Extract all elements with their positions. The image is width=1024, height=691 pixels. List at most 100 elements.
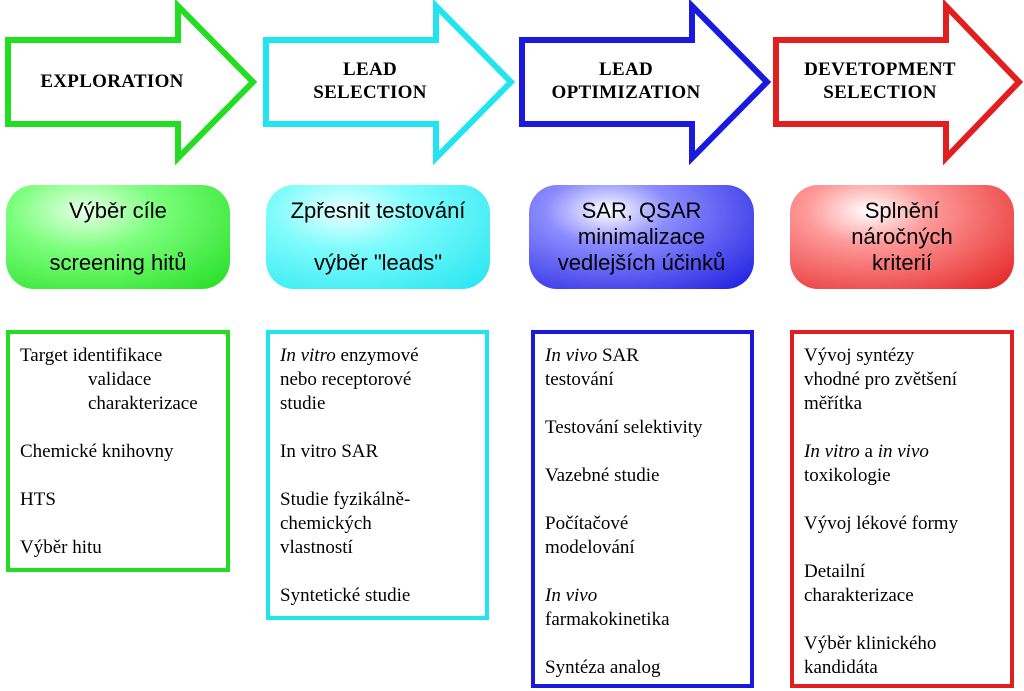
activity-text: Syntetické studie xyxy=(280,585,411,606)
activity-item: Studie fyzikálně-chemických vlastností xyxy=(280,488,477,560)
activity-text: Studie fyzikálně- xyxy=(280,489,411,510)
activity-text: farmakokinetika xyxy=(545,609,670,630)
activity-item: HTS xyxy=(20,488,218,512)
activity-line: modelování xyxy=(545,536,742,560)
activity-text-italic: in vivo xyxy=(877,441,929,462)
activity-text: testování xyxy=(545,369,614,390)
arrow-shape xyxy=(5,0,258,165)
activity-line: Výběr klinického xyxy=(804,632,1002,656)
activity-text: Vazebné studie xyxy=(545,465,660,486)
activity-text: Výběr hitu xyxy=(20,537,102,558)
activity-text: Detailní xyxy=(804,561,866,582)
activity-line: vhodné pro zvětšení xyxy=(804,368,1002,392)
arrow-title-line: SELECTION xyxy=(823,82,937,103)
activity-text: charakterizace xyxy=(804,585,914,606)
arrow-development-selection: DEVETOPMENT SELECTION xyxy=(772,0,1024,165)
activity-line: Studie fyzikálně- xyxy=(280,488,477,512)
summary-line: vedlejších účinků xyxy=(557,250,726,275)
activity-line: In vivo xyxy=(545,584,742,608)
activity-line: Chemické knihovny xyxy=(20,440,218,464)
activity-item: Detailní charakterizace xyxy=(804,560,1002,608)
activity-text: validace xyxy=(88,369,152,390)
summary-pill-lead-optimization: SAR, QSAR minimalizace vedlejších účinků xyxy=(529,185,754,289)
activity-text: chemických xyxy=(280,513,372,534)
activity-text: SAR xyxy=(597,345,639,366)
arrow-title-line: OPTIMIZATION xyxy=(551,82,701,103)
activity-text: enzymové xyxy=(335,345,419,366)
arrow-title-line: DEVETOPMENT xyxy=(804,59,956,80)
activity-line: In vitro enzymové xyxy=(280,344,477,368)
arrow-lead-optimization: LEAD OPTIMIZATION xyxy=(518,0,772,165)
summary-line: Splnění xyxy=(864,198,940,223)
activity-line: toxikologie xyxy=(804,464,1002,488)
activity-text: Testování selektivity xyxy=(545,417,703,438)
activity-text: vlastností xyxy=(280,537,353,558)
activity-item: Vývoj lékové formy xyxy=(804,512,1002,536)
activity-line: In vitro SAR xyxy=(280,440,477,464)
activity-line: Výběr hitu xyxy=(20,536,218,560)
activity-text: Target identifikace xyxy=(20,345,163,366)
summary-line: výběr "leads" xyxy=(313,250,443,275)
activity-line: studie xyxy=(280,392,477,416)
activity-item: Syntéza analog xyxy=(545,656,742,680)
summary-line: screening hitů xyxy=(49,250,187,275)
activity-line: charakterizace xyxy=(20,392,218,416)
activity-text: Vývoj syntézy xyxy=(804,345,915,366)
activity-text: studie xyxy=(280,393,326,414)
summary-line: SAR, QSAR xyxy=(581,198,702,223)
activity-item: Vazebné studie xyxy=(545,464,742,488)
activity-item: Syntetické studie xyxy=(280,584,477,608)
activity-text: nebo receptorové xyxy=(280,369,412,390)
activity-line: farmakokinetika xyxy=(545,608,742,632)
activity-item: Target identifikace validace charakterizac… xyxy=(20,344,218,416)
activity-line: Detailní xyxy=(804,560,1002,584)
arrow-outline xyxy=(5,0,258,165)
activity-item: Chemické knihovny xyxy=(20,440,218,464)
summary-line: minimalizace xyxy=(577,224,706,249)
activity-line: validace xyxy=(20,368,218,392)
activity-item: Vývoj syntézy vhodné pro zvětšení měřítka xyxy=(804,344,1002,416)
activity-line: In vitro a in vivo xyxy=(804,440,1002,464)
arrow-title: DEVETOPMENT SELECTION xyxy=(780,34,980,128)
activity-text: Chemické knihovny xyxy=(20,441,174,462)
arrow-title-line: SELECTION xyxy=(313,82,427,103)
activity-line: Počítačové xyxy=(545,512,742,536)
summary-line: náročných xyxy=(851,224,953,249)
activity-line: In vivo SAR xyxy=(545,344,742,368)
activity-line: Testování selektivity xyxy=(545,416,742,440)
activity-text: měřítka xyxy=(804,393,863,414)
arrow-title-line: EXPLORATION xyxy=(40,70,184,92)
activity-text: a xyxy=(859,441,878,462)
activity-box-exploration: Target identifikace validace charakterizac… xyxy=(6,330,230,572)
arrow-title-line: LEAD xyxy=(343,59,397,80)
arrow-outline xyxy=(519,0,772,165)
activity-text-italic: In vitro xyxy=(280,345,336,366)
activity-text-italic: In vivo xyxy=(545,345,598,366)
activity-line: chemických xyxy=(280,512,477,536)
arrow-shape xyxy=(773,0,1024,165)
arrow-outline xyxy=(773,0,1024,165)
summary-line: kriterií xyxy=(872,250,932,275)
arrow-title: LEAD OPTIMIZATION xyxy=(526,34,726,128)
activity-line: Syntetické studie xyxy=(280,584,477,608)
activity-text: vhodné pro zvětšení xyxy=(804,369,958,390)
activity-line: HTS xyxy=(20,488,218,512)
activity-text: modelování xyxy=(545,537,635,558)
activity-text: charakterizace xyxy=(88,393,198,414)
activity-line: testování xyxy=(545,368,742,392)
arrow-lead-selection: LEAD SELECTION xyxy=(262,0,516,165)
activity-text: Vývoj lékové formy xyxy=(804,513,959,534)
activity-text: Výběr klinického xyxy=(804,633,937,654)
arrow-outline xyxy=(263,0,516,165)
arrow-title-line: LEAD xyxy=(599,59,653,80)
activity-line: Syntéza analog xyxy=(545,656,742,680)
arrow-exploration: EXPLORATION xyxy=(4,0,258,165)
